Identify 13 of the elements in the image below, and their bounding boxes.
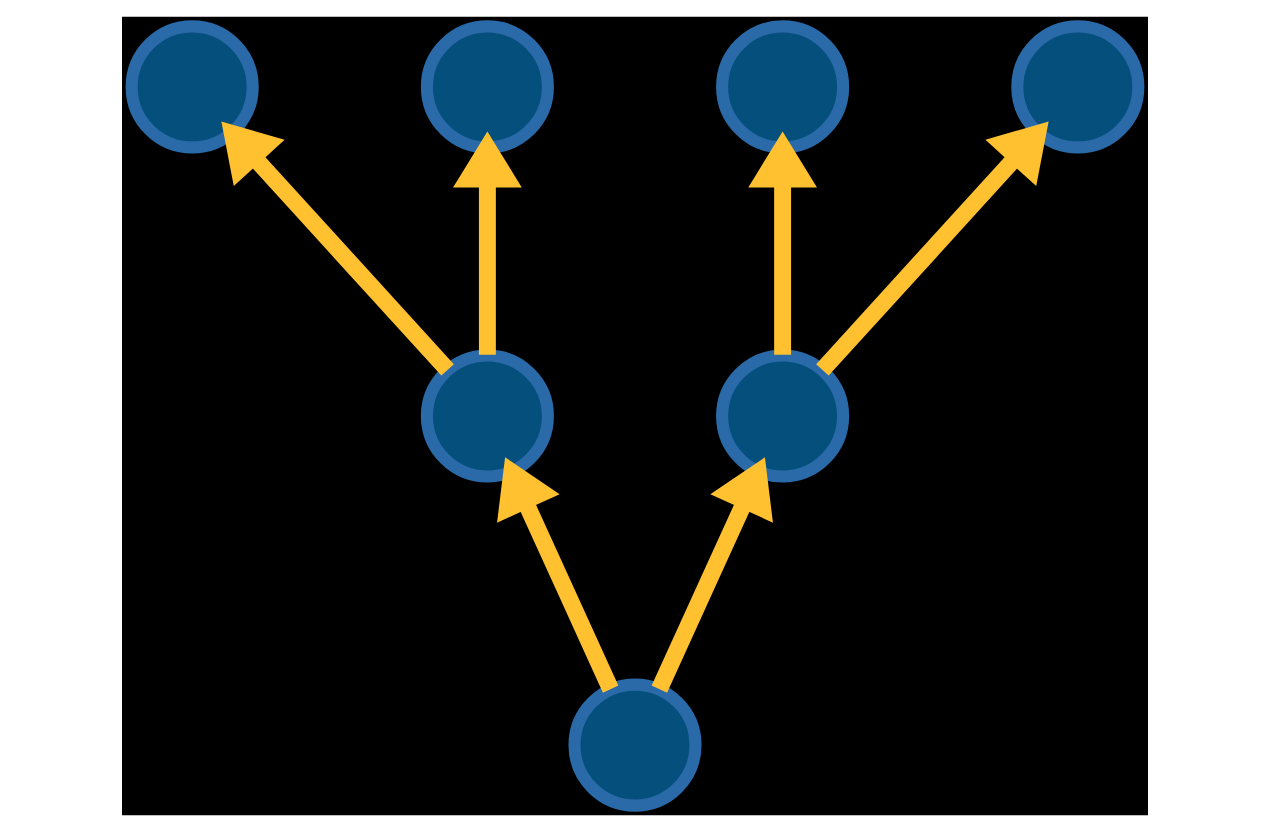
node-circle <box>419 349 553 483</box>
arrow <box>220 121 453 376</box>
arrow <box>496 457 618 693</box>
arrow <box>815 121 1048 376</box>
node-circle <box>1010 20 1144 154</box>
arrow <box>650 457 772 693</box>
node-circle <box>715 20 849 154</box>
node-circle <box>567 678 701 812</box>
node-circle <box>715 349 849 483</box>
arrow <box>747 131 816 355</box>
node-circle <box>419 20 553 154</box>
arrow <box>452 131 521 355</box>
node-circle <box>124 20 258 154</box>
